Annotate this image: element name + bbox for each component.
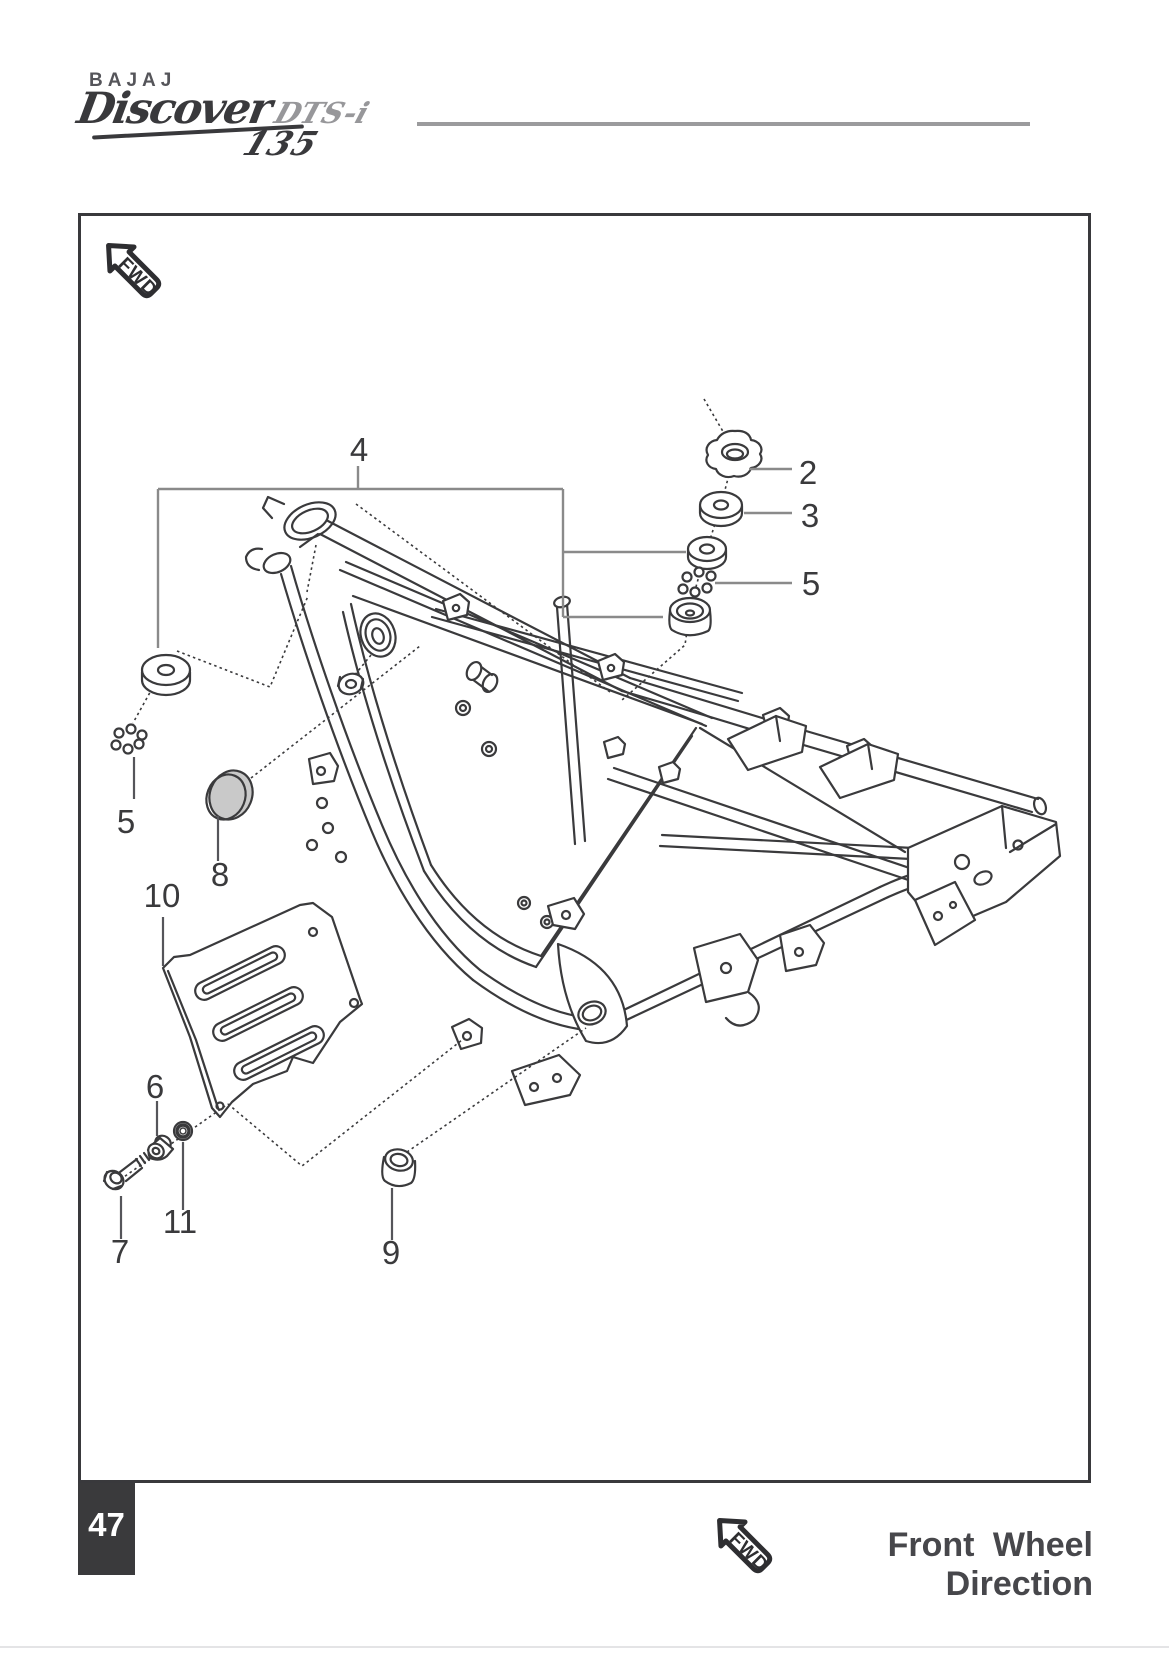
part-callout-8: 8 [211,856,229,893]
loose-tube [465,660,499,694]
callout-leader-lines [119,757,394,1240]
brand-header: BAJAJ Discover DTS-i 135 [0,0,1169,180]
frame-bosses [305,699,555,930]
rear-bracket-assembly [692,714,1062,1027]
skid-plate [161,901,364,1119]
frame-drawing [161,495,1062,1119]
callout-bracket-lines [156,466,792,648]
part-callout-7: 7 [111,1233,129,1270]
part-4-washer-left [140,653,192,697]
cradle-gusset [556,942,629,1045]
part-4-washer-right [686,535,728,571]
page-bottom-edge [0,1646,1169,1648]
part-5-balls-right [677,566,717,598]
bearing-cup [668,596,712,637]
part-callout-2: 2 [799,454,817,491]
part-2-knob [705,429,763,479]
part-callout-5-right: 5 [802,565,820,602]
part-6-spacer [147,1134,175,1161]
part-callout-9: 9 [382,1234,400,1271]
bajaj-wordmark: BAJAJ [89,70,177,91]
part-callout-5-left: 5 [117,803,135,840]
page-number: 47 [88,1506,125,1543]
part-8-disc [205,769,254,821]
part-7-bolt [102,1148,155,1191]
part-11-washer [172,1120,194,1142]
fwd-arrow-icon-top: FWD [106,243,161,301]
part-callout-10: 10 [144,877,181,914]
part-callout-6: 6 [146,1068,164,1105]
footer-caption: Front Wheel Direction [887,1526,1093,1603]
part-3-washer [698,490,744,528]
page-number-tab: 47 [78,1483,135,1575]
part-callout-3: 3 [801,497,819,534]
head-tube [244,495,337,575]
header-rule [417,122,1030,126]
part-5-balls-left [110,723,148,755]
exploded-parts [102,429,763,1191]
engine-mount-bush [336,612,397,696]
part-callout-11: 11 [163,1203,197,1240]
part-callout-4: 4 [350,431,368,468]
part-9-bushing [381,1148,417,1188]
